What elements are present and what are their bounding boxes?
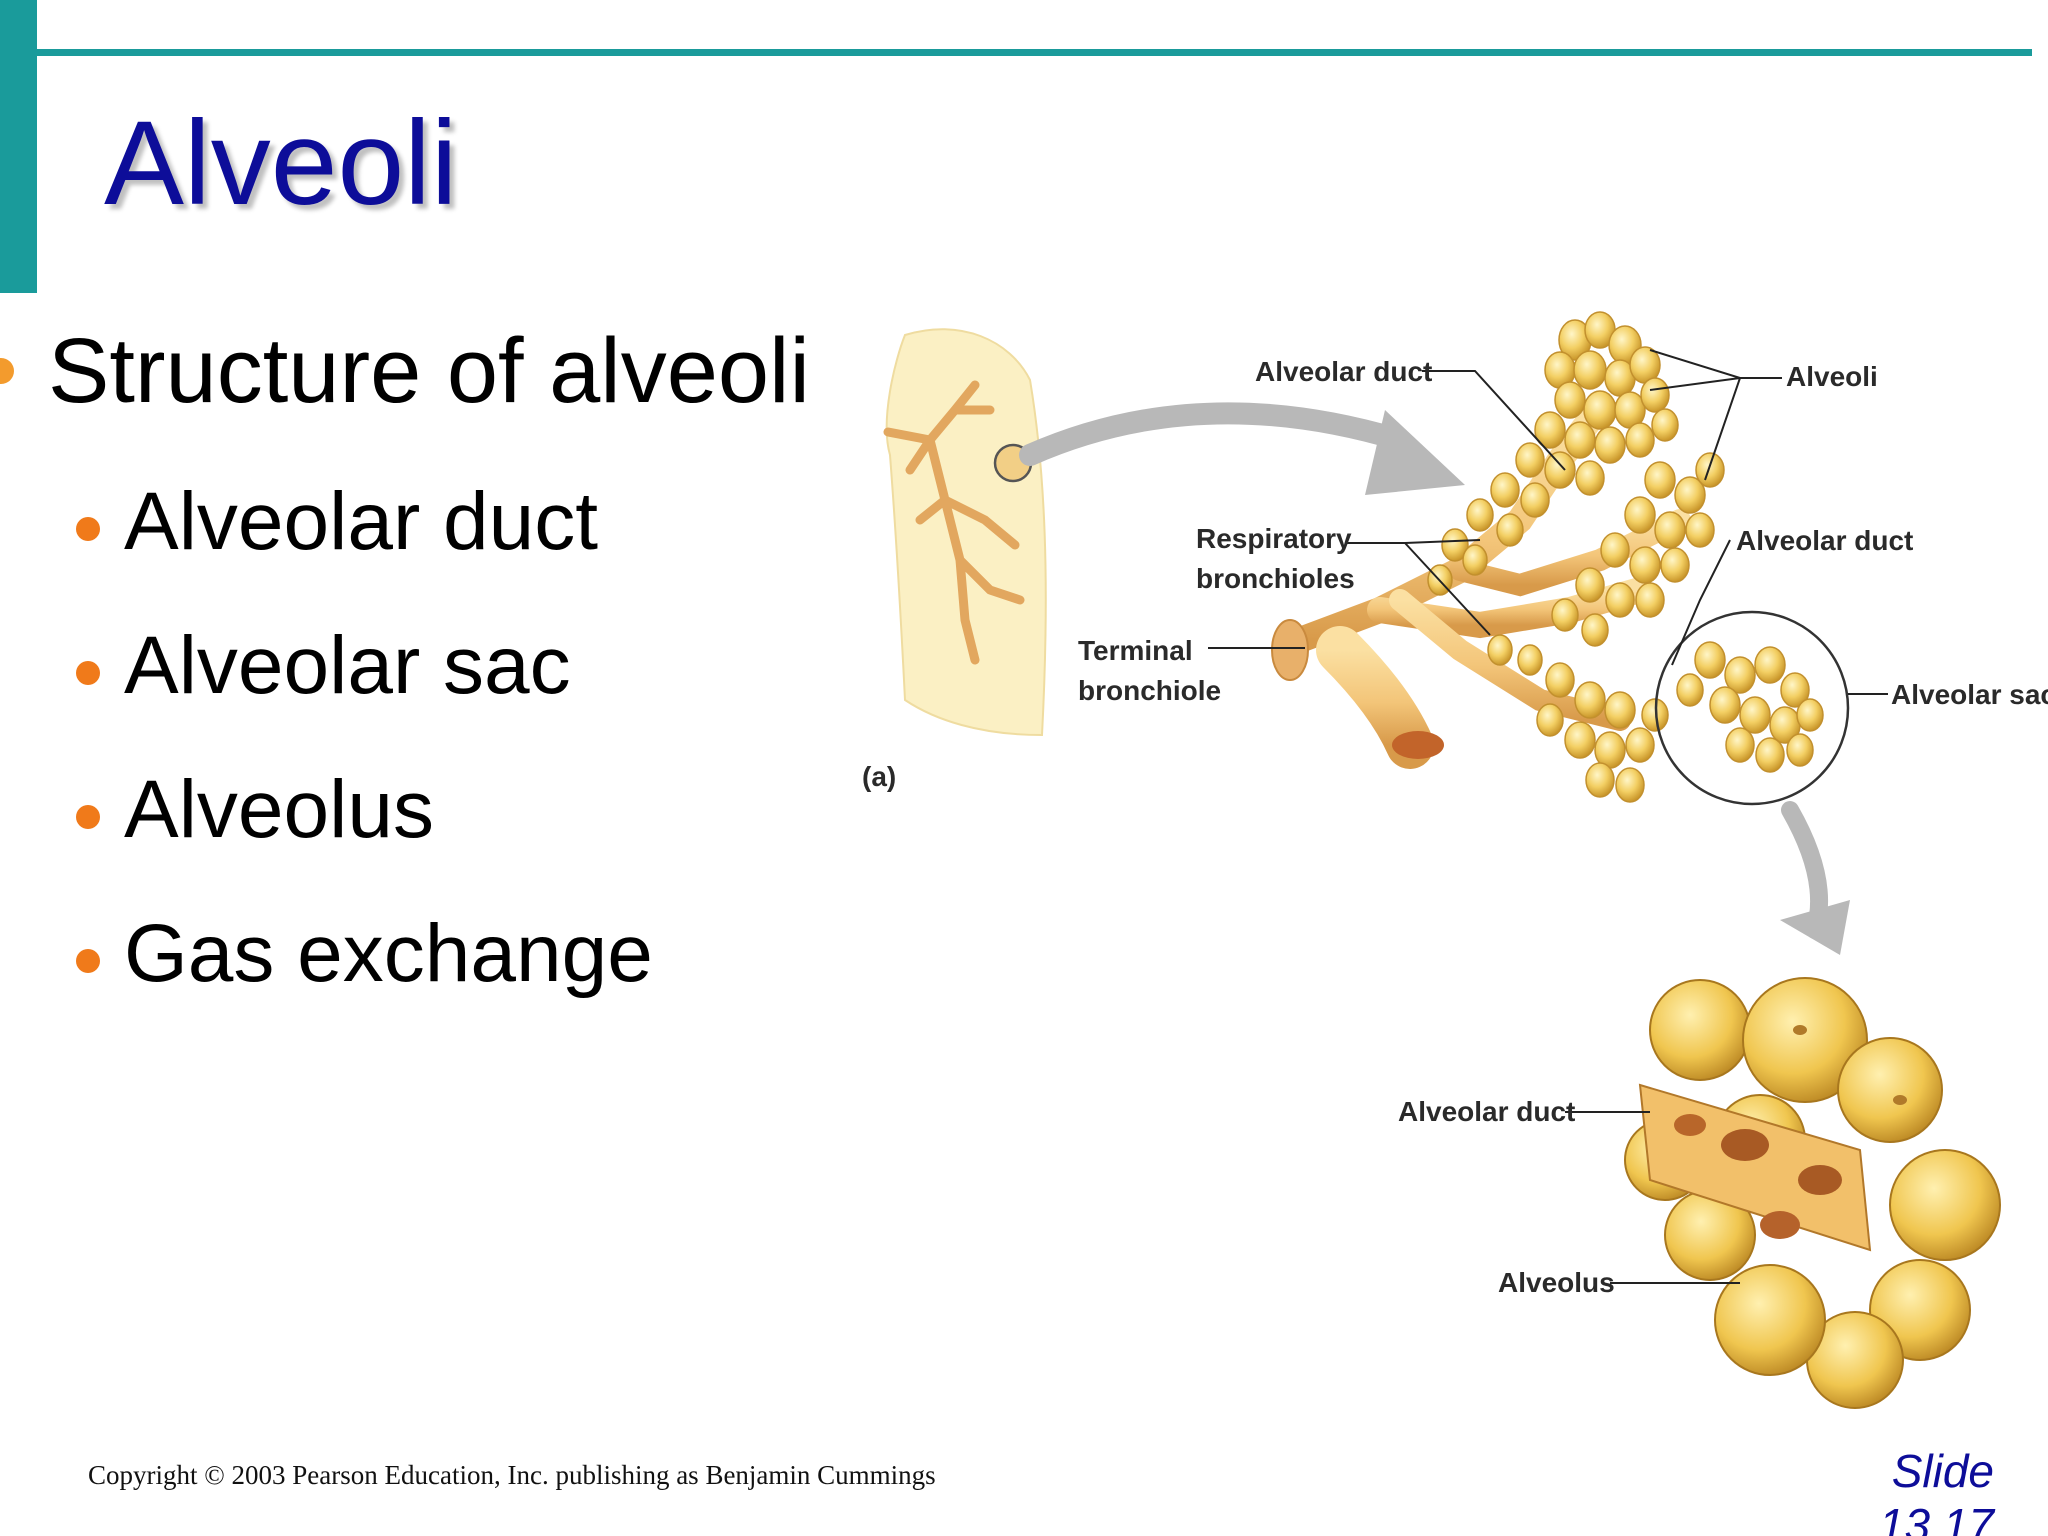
- accent-rule-top: [37, 49, 2032, 56]
- bullet-structure-of-alveoli: Structure of alveoli: [48, 320, 810, 422]
- sub-bullet-dot: [76, 949, 100, 973]
- alveoli-cluster: [1427, 311, 1850, 806]
- label-respiratory-bronchioles-2: bronchioles: [1196, 563, 1355, 594]
- label-terminal-bronchiole-1: Terminal: [1078, 635, 1193, 666]
- alveoli-illustration: Alveolar duct Alveoli Respiratory bronch…: [850, 310, 2048, 1430]
- accent-bar-left: [0, 0, 37, 293]
- leader-lines: [1208, 349, 1888, 1284]
- slide-title: Alveoli: [104, 96, 458, 230]
- sub-bullet-text: Alveolar sac: [124, 620, 571, 711]
- sub-bullet-dot: [76, 517, 100, 541]
- sub-bullet-dot: [76, 661, 100, 685]
- sub-bullet-text: Alveolar duct: [124, 476, 599, 567]
- sub-bullet-text: Gas exchange: [124, 908, 653, 999]
- label-alveolar-duct-bottom: Alveolar duct: [1398, 1096, 1575, 1127]
- slide-number-value: 13.17: [1878, 1499, 1994, 1536]
- sub-bullet-text: Alveolus: [124, 764, 434, 855]
- label-respiratory-bronchioles-1: Respiratory: [1196, 523, 1352, 554]
- label-panel-a: (a): [862, 761, 896, 792]
- copyright-text: Copyright © 2003 Pearson Education, Inc.…: [88, 1460, 936, 1490]
- arrow-to-magnified-sac: [1780, 801, 1850, 955]
- label-alveolar-duct-right: Alveolar duct: [1736, 525, 1913, 556]
- label-alveolus: Alveolus: [1498, 1267, 1615, 1298]
- slide-number: Slide 13.17: [1879, 1444, 1994, 1536]
- label-terminal-bronchiole-2: bronchiole: [1078, 675, 1221, 706]
- label-alveolar-sac: Alveolar sac: [1891, 679, 2048, 710]
- label-alveoli: Alveoli: [1786, 361, 1878, 392]
- bullet-dot: [0, 358, 14, 384]
- magnified-alveolar-sac: [1624, 977, 2001, 1409]
- lung-drawing: [883, 328, 1047, 737]
- sub-bullet-dot: [76, 805, 100, 829]
- slide-number-label: Slide: [1891, 1445, 1994, 1497]
- arrow-lung-to-tree: [1019, 402, 1465, 495]
- label-alveolar-duct-top: Alveolar duct: [1255, 356, 1432, 387]
- bronchiole-tree: [1262, 407, 1691, 769]
